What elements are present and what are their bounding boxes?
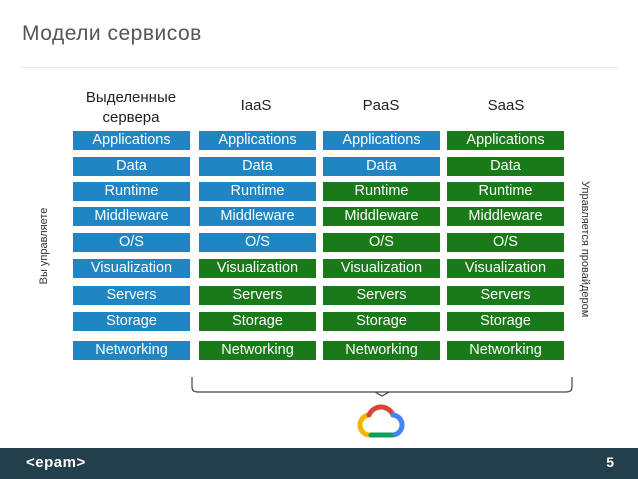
layer-cell-servers: Servers	[73, 286, 190, 305]
layer-cell-data: Data	[323, 157, 440, 176]
layer-cell-middleware: Middleware	[73, 207, 190, 226]
column-header-line: Выделенные	[85, 89, 177, 106]
slide-title: Модели сервисов	[22, 22, 202, 45]
layer-cell-storage: Storage	[323, 312, 440, 331]
title-divider	[20, 67, 618, 68]
layer-cell-data: Data	[447, 157, 564, 176]
layer-cell-applications: Applications	[323, 131, 440, 150]
layer-cell-runtime: Runtime	[73, 182, 190, 201]
layer-cell-visualization: Visualization	[447, 259, 564, 278]
layer-cell-visualization: Visualization	[323, 259, 440, 278]
layer-cell-storage: Storage	[199, 312, 316, 331]
column-header-paas: PaaS	[362, 97, 400, 114]
layer-cell-data: Data	[73, 157, 190, 176]
layer-cell-applications: Applications	[447, 131, 564, 150]
column-header-line: сервера	[102, 109, 160, 126]
page-number: 5	[606, 454, 614, 470]
layer-cell-visualization: Visualization	[73, 259, 190, 278]
layer-cell-middleware: Middleware	[447, 207, 564, 226]
column-header-saas: SaaS	[487, 97, 525, 114]
layer-cell-runtime: Runtime	[199, 182, 316, 201]
layer-cell-servers: Servers	[323, 286, 440, 305]
layer-cell-visualization: Visualization	[199, 259, 316, 278]
layer-cell-middleware: Middleware	[199, 207, 316, 226]
bracket-brace	[191, 377, 573, 397]
layer-cell-storage: Storage	[447, 312, 564, 331]
layer-cell-networking: Networking	[447, 341, 564, 360]
layer-cell-os: O/S	[323, 233, 440, 252]
provider-manages-label: Управляется провайдером	[579, 181, 591, 318]
layer-cell-data: Data	[199, 157, 316, 176]
epam-logo: <epam>	[26, 454, 86, 471]
layer-cell-servers: Servers	[447, 286, 564, 305]
layer-cell-applications: Applications	[199, 131, 316, 150]
layer-cell-networking: Networking	[73, 341, 190, 360]
layer-cell-networking: Networking	[323, 341, 440, 360]
layer-cell-storage: Storage	[73, 312, 190, 331]
layer-cell-middleware: Middleware	[323, 207, 440, 226]
layer-cell-runtime: Runtime	[447, 182, 564, 201]
layer-cell-servers: Servers	[199, 286, 316, 305]
column-header-dedicated: Выделенные сервера	[72, 88, 190, 128]
layer-cell-runtime: Runtime	[323, 182, 440, 201]
google-cloud-icon	[357, 404, 405, 438]
layer-cell-applications: Applications	[73, 131, 190, 150]
layer-cell-os: O/S	[447, 233, 564, 252]
column-header-iaas: IaaS	[240, 97, 272, 114]
footer-bar: <epam> 5	[0, 448, 638, 479]
layer-cell-os: O/S	[73, 233, 190, 252]
layer-cell-os: O/S	[199, 233, 316, 252]
you-manage-label: Вы управляете	[38, 207, 50, 285]
layer-cell-networking: Networking	[199, 341, 316, 360]
